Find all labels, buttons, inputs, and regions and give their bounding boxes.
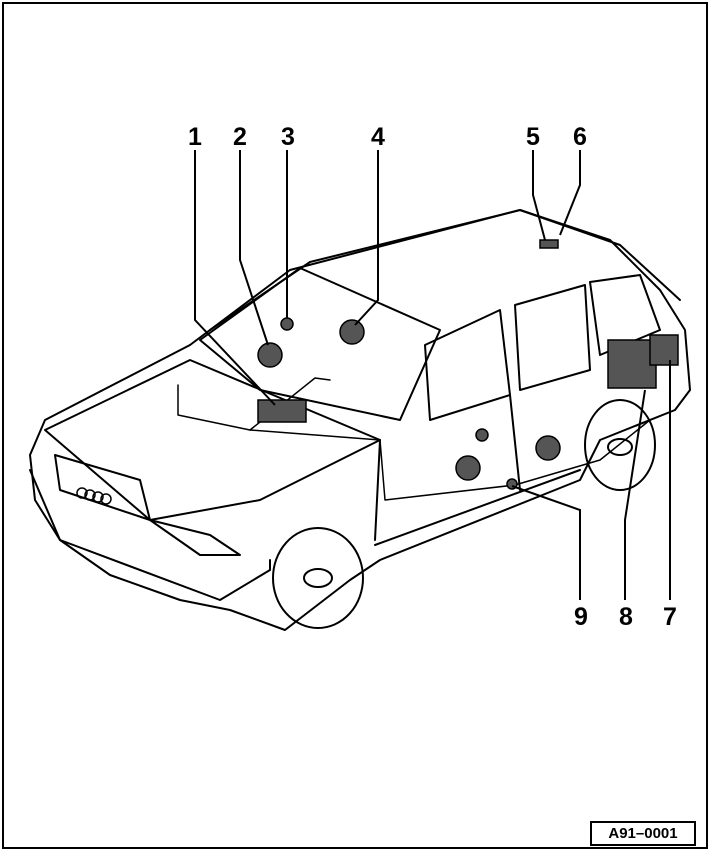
callout-2: 2 [233, 123, 247, 151]
callout-6: 6 [573, 123, 587, 151]
leader-9 [511, 485, 581, 600]
grille [54, 454, 151, 521]
rear-hub [607, 438, 633, 456]
door-speaker-front [455, 455, 481, 481]
sill [374, 469, 581, 546]
speaker-2 [257, 342, 283, 368]
car-body-outline [29, 209, 691, 631]
quarter-window [589, 274, 661, 356]
speaker-4 [339, 319, 365, 345]
callout-3: 3 [281, 123, 295, 151]
leader-6 [559, 150, 581, 236]
callout-4: 4 [371, 123, 385, 151]
leader-2 [239, 150, 269, 346]
leader-8 [624, 389, 646, 600]
diagram-frame [2, 2, 708, 849]
logo-rings [76, 487, 112, 505]
front-hub [303, 568, 333, 588]
door-line-mid [509, 394, 521, 491]
front-bumper [29, 469, 271, 601]
front-wheel [272, 527, 364, 629]
headlight [149, 519, 241, 556]
callout-1: 1 [188, 123, 202, 151]
module-8 [607, 339, 657, 389]
callout-5: 5 [526, 123, 540, 151]
leader-5 [532, 150, 546, 241]
roof-line [209, 209, 681, 331]
hood-line [44, 359, 381, 521]
antenna-5 [539, 239, 559, 249]
callout-7: 7 [663, 603, 677, 631]
callout-8: 8 [619, 603, 633, 631]
leader-4 [354, 150, 379, 326]
front-side-window [424, 309, 511, 421]
rear-side-window [514, 284, 591, 391]
radio-unit-1 [257, 399, 307, 423]
module-7 [649, 334, 679, 366]
tweeter-3 [280, 317, 294, 331]
figure-id-label: A91–0001 [590, 821, 696, 846]
callout-9: 9 [574, 603, 588, 631]
tweeter-door [475, 428, 489, 442]
windshield [199, 267, 441, 421]
door-speaker-rear [535, 435, 561, 461]
door-line-front [374, 439, 381, 541]
rear-wheel [584, 399, 656, 491]
leader-1 [194, 150, 276, 406]
wiring-harness [177, 384, 651, 501]
